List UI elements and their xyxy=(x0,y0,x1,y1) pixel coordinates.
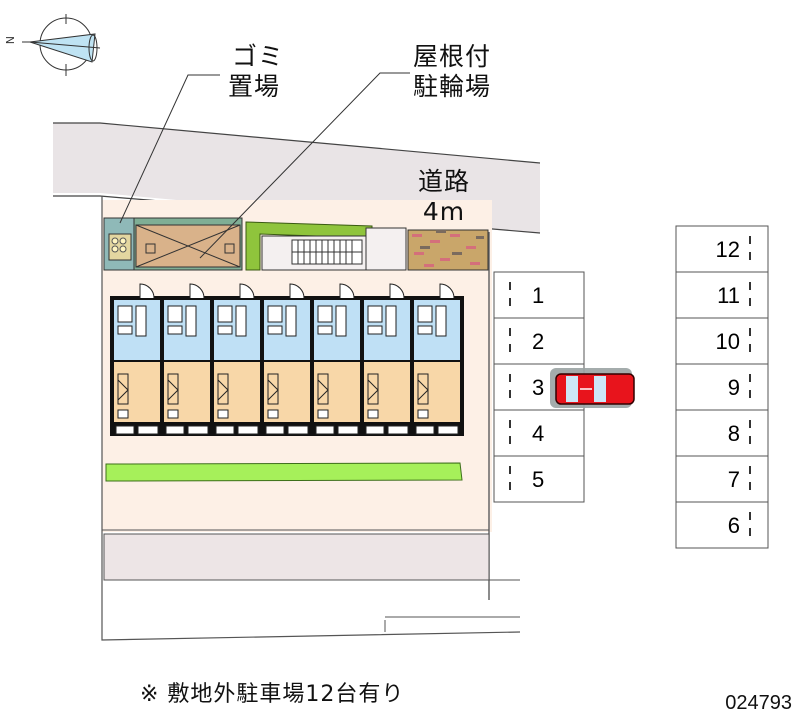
apartment-unit xyxy=(364,283,410,435)
parking-space-number: 4 xyxy=(532,421,544,446)
garbage-area xyxy=(103,217,135,271)
apartment-unit xyxy=(114,283,160,435)
apartment-unit xyxy=(164,283,210,435)
parking-space-4: 4 xyxy=(493,409,585,457)
parking-space-6: 6 xyxy=(675,501,769,549)
parking-space-number: 7 xyxy=(728,467,740,492)
covered-bike-parking xyxy=(133,217,243,271)
parking-space-2: 2 xyxy=(493,317,585,365)
garbage-label-line2: 置場 xyxy=(228,72,281,101)
parked-car xyxy=(550,368,635,408)
north-arrow-icon xyxy=(22,14,101,76)
garbage-leader-line xyxy=(119,74,220,224)
bike-parking-label-line1: 屋根付 xyxy=(413,42,492,71)
parking-space-number: 2 xyxy=(532,329,544,354)
bike-parking-label: 屋根付 駐輪場 xyxy=(413,42,491,102)
parking-space-number: 11 xyxy=(717,283,740,308)
parking-space-10: 10 xyxy=(675,317,769,365)
parking-lot-right: 12 11 10 9 8 7 6 xyxy=(675,225,769,549)
parking-space-7: 7 xyxy=(675,455,769,503)
bike-parking-label-line2: 駐輪場 xyxy=(413,72,492,101)
garbage-label-line1: ゴミ xyxy=(232,42,285,71)
parking-space-number: 3 xyxy=(532,375,544,400)
brick-wall xyxy=(407,229,489,271)
apartment-unit xyxy=(314,283,360,435)
parking-space-number: 6 xyxy=(728,513,740,538)
parking-space-5: 5 xyxy=(493,455,585,503)
road-label: 道路 4m xyxy=(414,167,474,227)
apartment-unit xyxy=(264,283,310,435)
entrance-stairs xyxy=(245,221,407,271)
parking-space-11: 11 xyxy=(675,271,769,319)
apartment-unit xyxy=(214,283,260,435)
parking-space-number: 10 xyxy=(716,329,740,354)
parking-space-8: 8 xyxy=(675,409,769,457)
parking-space-number: 12 xyxy=(716,237,740,262)
offsite-parking-note: ※ 敷地外駐車場12台有り xyxy=(140,682,405,707)
hedge xyxy=(105,462,463,482)
parking-space-number: 9 xyxy=(728,375,740,400)
parking-space-12: 12 xyxy=(675,225,769,273)
road-label-width: 4m xyxy=(422,197,466,226)
bike-leader-line xyxy=(199,72,410,259)
apartment-unit xyxy=(414,283,460,435)
parking-space-9: 9 xyxy=(675,363,769,411)
compass-north-label: N xyxy=(3,36,16,44)
property-code: 024793 xyxy=(725,692,792,714)
parking-lot-left: 1 2 3 4 5 xyxy=(493,271,585,503)
parking-space-number: 5 xyxy=(532,467,544,492)
parking-space-1: 1 xyxy=(493,271,585,319)
parking-space-number: 8 xyxy=(728,421,740,446)
road-label-name: 道路 xyxy=(417,167,470,196)
garbage-label: ゴミ 置場 xyxy=(228,42,284,102)
parking-space-number: 1 xyxy=(532,283,544,308)
